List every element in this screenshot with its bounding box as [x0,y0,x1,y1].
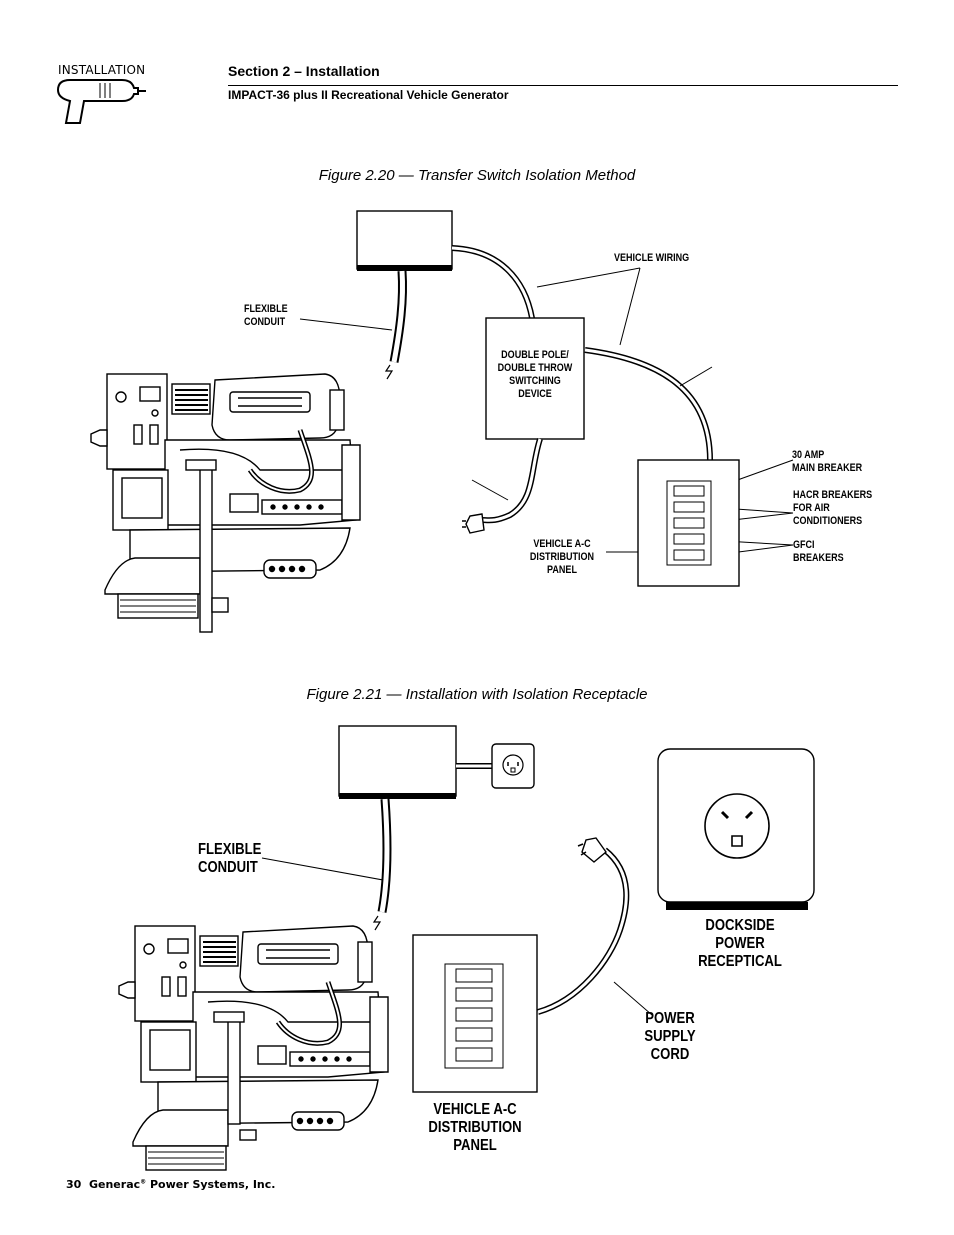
page-footer: 30 Generac® Power Systems, Inc. [66,1178,275,1191]
fig21-dockside-receptacle [657,748,815,910]
fig20-label-vehicle-wiring: VEHICLE WIRING [614,252,690,264]
figure-2-21-caption: Figure 2.21 — Installation with Isolatio… [306,686,648,703]
fig21-label-distribution-panel: VEHICLE A-C DISTRIBUTION PANEL [428,1101,522,1154]
section-subtitle: IMPACT-36 plus II Recreational Vehicle G… [228,88,509,102]
drill-icon [56,79,146,124]
fig20-label-switching-device: DOUBLE POLE/ DOUBLE THROW SWITCHING DEVI… [497,349,573,400]
fig21-distribution-panel [412,934,538,1093]
fig20-distribution-panel [637,459,740,587]
header-rule [228,85,898,86]
figure-2-20-caption: Figure 2.20 — Transfer Switch Isolation … [318,167,636,184]
fig20-label-gfci-breakers: GFCI BREAKERS [793,539,844,564]
fig20-flexible-conduit [384,270,408,380]
fig21-label-power-supply-cord: POWER SUPPLY CORD [644,1010,696,1063]
fig21-junction-box [338,725,492,799]
fig20-label-flexible-conduit: FLEXIBLE CONDUIT [244,303,288,328]
fig20-shore-cord [462,438,543,534]
fig20-vehicle-wiring [451,245,713,461]
fig21-power-supply-cord [537,837,653,1016]
fig20-generator [90,373,361,633]
fig21-generator [118,925,389,1171]
fig20-junction-box [356,210,453,271]
registered-mark: ® [140,1178,147,1186]
fig20-label-distribution-panel: VEHICLE A-C DISTRIBUTION PANEL [529,538,595,576]
fig21-label-flexible-conduit: FLEXIBLE CONDUIT [198,841,262,876]
fig21-flexible-conduit [261,798,392,931]
fig20-switching-device-box [485,317,585,440]
company-suffix: Power Systems, Inc. [146,1178,276,1191]
company-name: Generac [88,1178,141,1191]
section-title: Section 2 – Installation [228,63,380,79]
fig21-label-dockside-receptacle: DOCKSIDE POWER RECEPTICAL [698,917,782,970]
page-number: 30 [66,1178,82,1191]
fig20-label-main-breaker: 30 AMP MAIN BREAKER [792,449,863,474]
fig20-label-hacr-breakers: HACR BREAKERS FOR AIR CONDITIONERS [793,489,873,527]
installation-badge-label: INSTALLATION [58,63,146,77]
fig21-isolation-receptacle [491,743,535,789]
